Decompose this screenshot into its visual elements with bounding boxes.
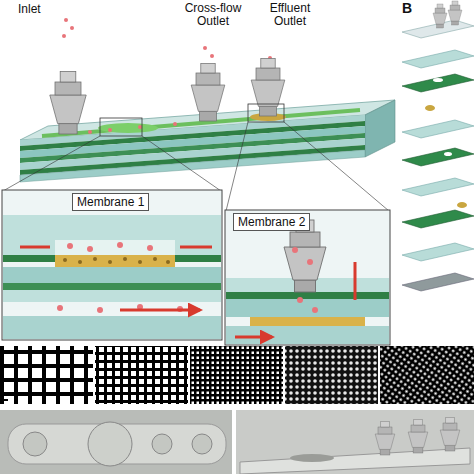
particles [57, 242, 183, 313]
particles [292, 247, 318, 313]
membrane-chamber [98, 123, 158, 133]
outlet-fitting [251, 58, 285, 116]
membrane [250, 317, 365, 326]
mesh-image [95, 346, 188, 404]
zoom-frame [100, 118, 142, 136]
device-photo [236, 410, 474, 474]
inset-frame [2, 190, 222, 340]
inlet-fitting [50, 72, 86, 134]
inset-layer [3, 215, 221, 255]
inset-layer [226, 292, 389, 299]
mesh-image [190, 346, 283, 404]
zoom-frame [248, 104, 284, 122]
membrane [55, 255, 175, 267]
inset-layer [3, 283, 221, 290]
mesh-image [285, 346, 378, 404]
inset-layer [3, 267, 221, 283]
device-photo [440, 417, 460, 451]
device-photo [408, 419, 428, 453]
inset-heading: Membrane 1 [72, 193, 149, 211]
mesh-image [380, 346, 474, 404]
membrane-pores [63, 257, 170, 264]
inset-layer [3, 316, 221, 339]
port-label: Effluent Outlet [262, 2, 318, 28]
device-photo [375, 421, 395, 455]
inset-panel: Membrane 1 [2, 190, 222, 340]
device-photo [290, 454, 334, 462]
device-photo [240, 448, 470, 474]
flow-arrow [235, 262, 355, 337]
inset-layer [226, 299, 389, 317]
mesh-image [0, 346, 93, 404]
inset-layer [3, 290, 221, 302]
port-label: Inlet [18, 3, 78, 16]
inset-frame [225, 210, 390, 345]
device-layer [20, 150, 365, 182]
device-photo [88, 422, 132, 466]
device-photo [23, 432, 47, 456]
flow-arrow [20, 247, 212, 310]
panel-letter: B [402, 2, 422, 15]
inset-layer [226, 326, 389, 344]
particles [62, 18, 272, 134]
port-label: Cross-flow Outlet [178, 2, 248, 28]
outlet-fitting [191, 63, 225, 121]
scale-bar [2, 399, 8, 401]
device-photo [152, 434, 172, 454]
exploded-view [402, 1, 474, 291]
inset-chamber [55, 240, 175, 255]
inset-heading: Membrane 2 [233, 213, 310, 231]
device-photo [0, 410, 232, 474]
inset-panel: Membrane 2 [225, 210, 390, 345]
device-photo [192, 434, 212, 454]
device-side [365, 100, 395, 157]
